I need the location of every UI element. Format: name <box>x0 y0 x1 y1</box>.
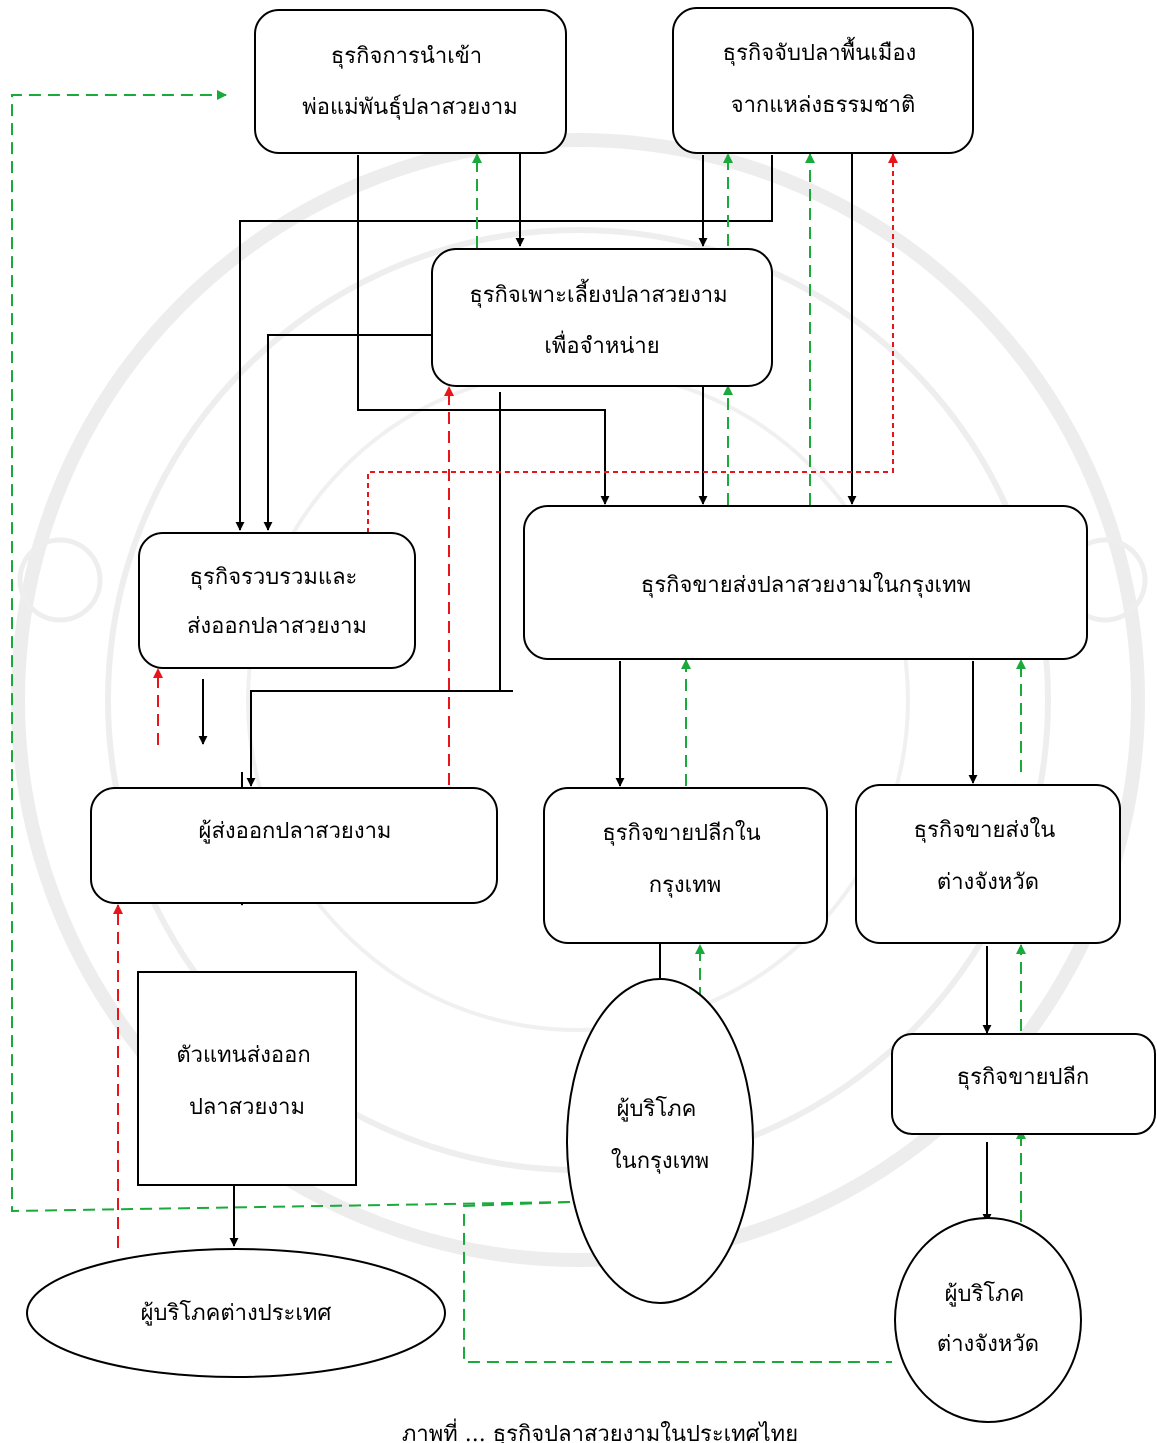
node-label-line: ผู้ส่งออกปลาสวยงาม <box>199 819 392 844</box>
node-label-line: ธุรกิจขายส่งใน <box>914 817 1056 843</box>
node-collect-export: ธุรกิจรวบรวมและ ส่งออกปลาสวยงาม <box>138 532 416 669</box>
node-provincial-wholesale: ธุรกิจขายส่งใน ต่างจังหวัด <box>855 784 1121 944</box>
svg-text:ผู้ส่งออกปลาสวยงาม: ผู้ส่งออกปลาสวยงาม <box>199 819 392 844</box>
red-dotted-line <box>367 153 898 533</box>
svg-text:ผู้บริโภค ในกรุงเทพ: ผู้บริโภค ในกรุงเทพ <box>611 1096 709 1174</box>
node-bkk-consumer: ผู้บริโภค ในกรุงเทพ <box>566 978 754 1304</box>
node-foreign-consumer: ผู้บริโภคต่างประเทศ <box>26 1248 446 1378</box>
node-label-line: ธุรกิจขายส่งปลาสวยงามในกรุงเทพ <box>641 572 971 598</box>
node-label-line: พ่อแม่พันธุ์ปลาสวยงาม <box>302 95 517 120</box>
node-label-line: ผู้บริโภคต่างประเทศ <box>141 1300 332 1326</box>
svg-text:ผู้บริโภค ต่างจังหวัด: ผู้บริโภค ต่างจังหวัด <box>937 1281 1039 1357</box>
svg-text:ผู้บริโภคต่างประเทศ: ผู้บริโภคต่างประเทศ <box>141 1300 332 1326</box>
node-label-line: ปลาสวยงาม <box>189 1095 305 1120</box>
svg-text:ธุรกิจการนำเข้า พ่อแม่พั: ธุรกิจการนำเข้า พ่อแม่พันธุ์ปลาสวยงาม <box>302 44 517 120</box>
node-retail: ธุรกิจขายปลีก <box>891 1033 1156 1135</box>
node-exporter: ผู้ส่งออกปลาสวยงาม <box>90 787 498 904</box>
node-bkk-wholesale: ธุรกิจขายส่งปลาสวยงามในกรุงเทพ <box>523 505 1088 660</box>
svg-text:ธุรกิจรวบรวมและ ส่งออกปล: ธุรกิจรวบรวมและ ส่งออกปลาสวยงาม <box>187 565 367 639</box>
node-label-line: ธุรกิจขายปลีกใน <box>602 820 760 846</box>
node-label-line: ในกรุงเทพ <box>611 1148 709 1174</box>
node-breeding: ธุรกิจเพาะเลี้ยงปลาสวยงาม เพื่อจำหน่าย <box>431 248 773 387</box>
node-import-broodstock: ธุรกิจการนำเข้า พ่อแม่พันธุ์ปลาสวยงาม <box>254 9 567 154</box>
node-bkk-retail: ธุรกิจขายปลีกใน กรุงเทพ <box>543 787 828 944</box>
node-label-line: ต่างจังหวัด <box>937 1332 1039 1357</box>
node-label-line: ธุรกิจเพาะเลี้ยงปลาสวยงาม <box>469 279 727 308</box>
svg-text:ธุรกิจขายปลีกใน กรุงเทพ: ธุรกิจขายปลีกใน กรุงเทพ <box>602 820 767 898</box>
node-label-line: ธุรกิจรวบรวมและ <box>190 565 358 590</box>
svg-text:ธุรกิจขายส่งใน ต่างจังหว: ธุรกิจขายส่งใน ต่างจังหวัด <box>914 817 1063 895</box>
node-label-line: กรุงเทพ <box>649 873 721 898</box>
green-dashed-lines <box>11 90 1026 1363</box>
red-dashed-lines <box>113 386 454 1248</box>
node-wild-catch: ธุรกิจจับปลาพื้นเมือง จากแหล่งธรรมชาติ <box>672 7 974 154</box>
node-label-line: ตัวแทนส่งออก <box>176 1043 310 1068</box>
node-label-line: ส่งออกปลาสวยงาม <box>187 614 367 639</box>
node-provincial-consumer: ผู้บริโภค ต่างจังหวัด <box>894 1217 1082 1423</box>
node-label-line: ธุรกิจการนำเข้า <box>331 44 482 69</box>
svg-text:ธุรกิจขายส่งปลาสวยงามในกรุงเทพ: ธุรกิจขายส่งปลาสวยงามในกรุงเทพ <box>641 572 971 598</box>
node-export-agent: ตัวแทนส่งออก ปลาสวยงาม <box>137 971 357 1186</box>
node-label-line: ผู้บริโภค <box>945 1281 1025 1307</box>
node-label-line: ต่างจังหวัด <box>937 870 1039 895</box>
node-label-line: ผู้บริโภค <box>617 1096 697 1122</box>
node-label-line: ธุรกิจจับปลาพื้นเมือง <box>723 37 917 66</box>
node-label-line: จากแหล่งธรรมชาติ <box>731 93 916 118</box>
svg-text:ธุรกิจเพาะเลี้ยงปลาสวยงาม: ธุรกิจเพาะเลี้ยงปลาสวยงาม เพื่อจำหน่าย <box>469 279 734 359</box>
node-label-line: เพื่อจำหน่าย <box>544 330 659 359</box>
svg-text:ธุรกิจขายปลีก: ธุรกิจขายปลีก <box>957 1065 1090 1090</box>
node-label-line: ธุรกิจขายปลีก <box>957 1065 1090 1090</box>
figure-caption: ภาพที่ ... ธุรกิจปลาสวยงามในประเทศไทย <box>402 1418 798 1443</box>
black-flow-lines <box>198 152 992 1247</box>
svg-text:ตัวแทนส่งออก ปลาสวยงาม: ตัวแทนส่งออก ปลาสวยงาม <box>176 1043 317 1120</box>
svg-text:ธุรกิจจับปลาพื้นเมือง จา: ธุรกิจจับปลาพื้นเมือง จากแหล่งธรรมชาติ <box>723 37 924 118</box>
